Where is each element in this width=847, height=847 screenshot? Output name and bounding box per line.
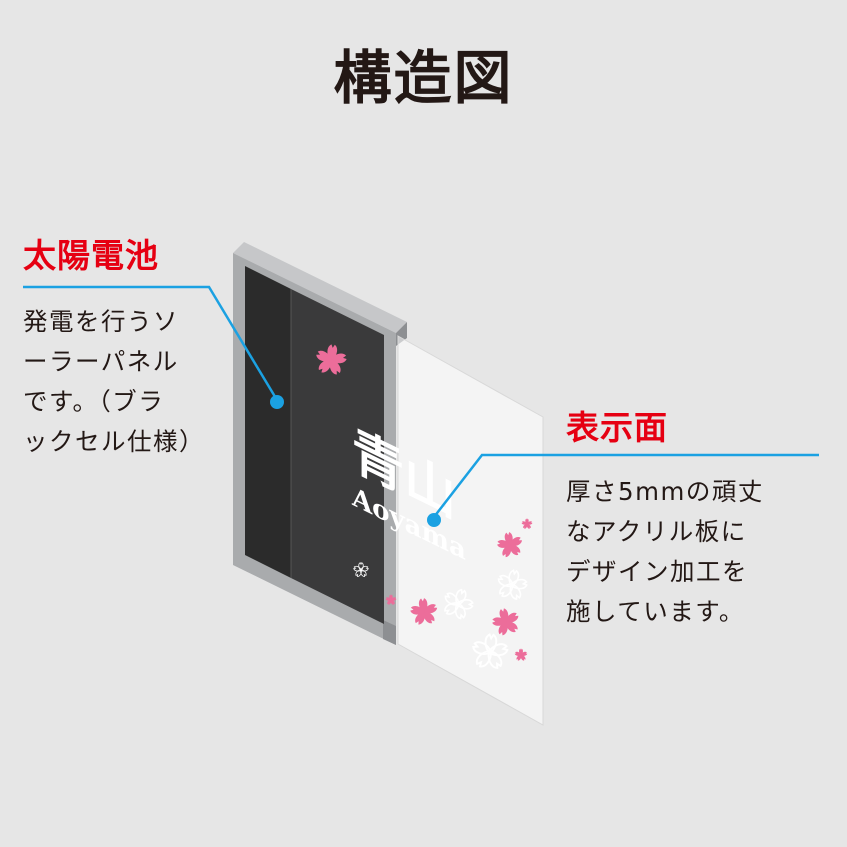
sign-face-panel <box>291 289 384 624</box>
display-desc-line: 厚さ5mmの頑丈 <box>566 477 764 506</box>
solar-cell-label: 太陽電池 <box>23 236 159 275</box>
solar-desc-line: です。（ブラ <box>23 387 165 416</box>
solar-desc-line: ックセル仕様） <box>23 427 205 456</box>
display-desc-line: 施しています。 <box>566 597 745 626</box>
display-leader-line <box>427 453 819 527</box>
display-desc-line: なアクリル板に <box>566 517 747 546</box>
solar-desc-line: 発電を行うソ <box>23 307 179 336</box>
solar-panel <box>245 266 291 578</box>
solar-leader-line <box>23 285 284 409</box>
page-title: 構造図 <box>333 44 514 112</box>
display-surface-label: 表示面 <box>566 408 668 447</box>
display-desc-line: デザイン加工を <box>566 557 748 586</box>
solar-desc-line: ーラーパネル <box>23 347 179 376</box>
